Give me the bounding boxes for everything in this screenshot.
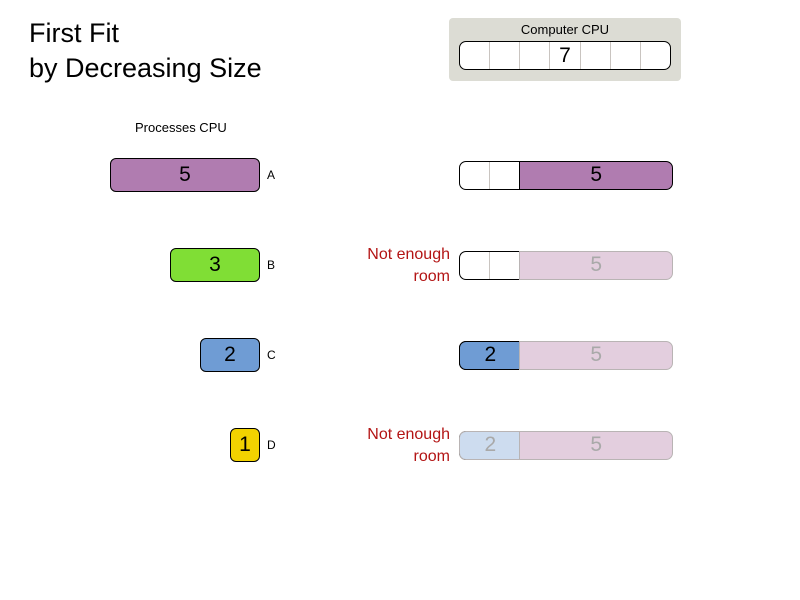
cpu-cell (490, 42, 521, 69)
allocated-block-a-ghost: 5 (519, 340, 674, 370)
cpu-bar-row-a: 5 (459, 160, 674, 190)
cpu-bar: 5 (459, 250, 674, 280)
computer-cpu-bar: 7 (459, 41, 671, 70)
cpu-cell (611, 42, 641, 69)
page-title-line-1: First Fit (29, 18, 119, 48)
computer-cpu-panel: Computer CPU 7 (449, 18, 681, 81)
allocated-block-a-ghost: 5 (519, 430, 674, 460)
page-title-line-2: by Decreasing Size (29, 53, 262, 83)
cpu-capacity-bar: 7 (459, 41, 671, 70)
cpu-cell (550, 42, 581, 69)
not-enough-room-message: Not enough room (300, 244, 450, 288)
allocated-block-c: 2 (458, 340, 522, 370)
process-label-d: D (267, 438, 276, 452)
cpu-bar: 5 (459, 160, 674, 190)
not-enough-room-message: Not enough room (300, 424, 450, 468)
cpu-bar-row-b: 5 (459, 250, 674, 280)
computer-cpu-title: Computer CPU (520, 22, 610, 37)
allocated-block-a: 5 (519, 160, 674, 190)
process-block-c[interactable]: 2 (200, 338, 260, 372)
cpu-cell (581, 42, 611, 69)
not-enough-room-line-1: Not enough (367, 426, 450, 443)
cpu-cell (490, 162, 521, 189)
process-block-d[interactable]: 1 (230, 428, 260, 462)
processes-column-header: Processes CPU (135, 120, 227, 135)
cpu-cell (460, 42, 491, 69)
allocated-block-c-ghost: 2 (458, 430, 522, 460)
not-enough-room-line-1: Not enough (367, 246, 450, 263)
cpu-cell (520, 42, 551, 69)
cpu-cell (460, 162, 491, 189)
cpu-cell (490, 252, 521, 279)
process-block-a[interactable]: 5 (110, 158, 260, 192)
cpu-cell (460, 252, 491, 279)
process-label-a: A (267, 168, 276, 182)
cpu-cell (641, 42, 670, 69)
process-label-b: B (267, 258, 276, 272)
cpu-cell-track (460, 42, 670, 69)
not-enough-room-line-2: room (413, 448, 450, 465)
process-block-b[interactable]: 3 (170, 248, 260, 282)
page-title: First Fit by Decreasing Size (29, 16, 262, 86)
process-label-c: C (267, 348, 276, 362)
allocated-block-a-ghost: 5 (519, 250, 674, 280)
not-enough-room-line-2: room (413, 268, 450, 285)
